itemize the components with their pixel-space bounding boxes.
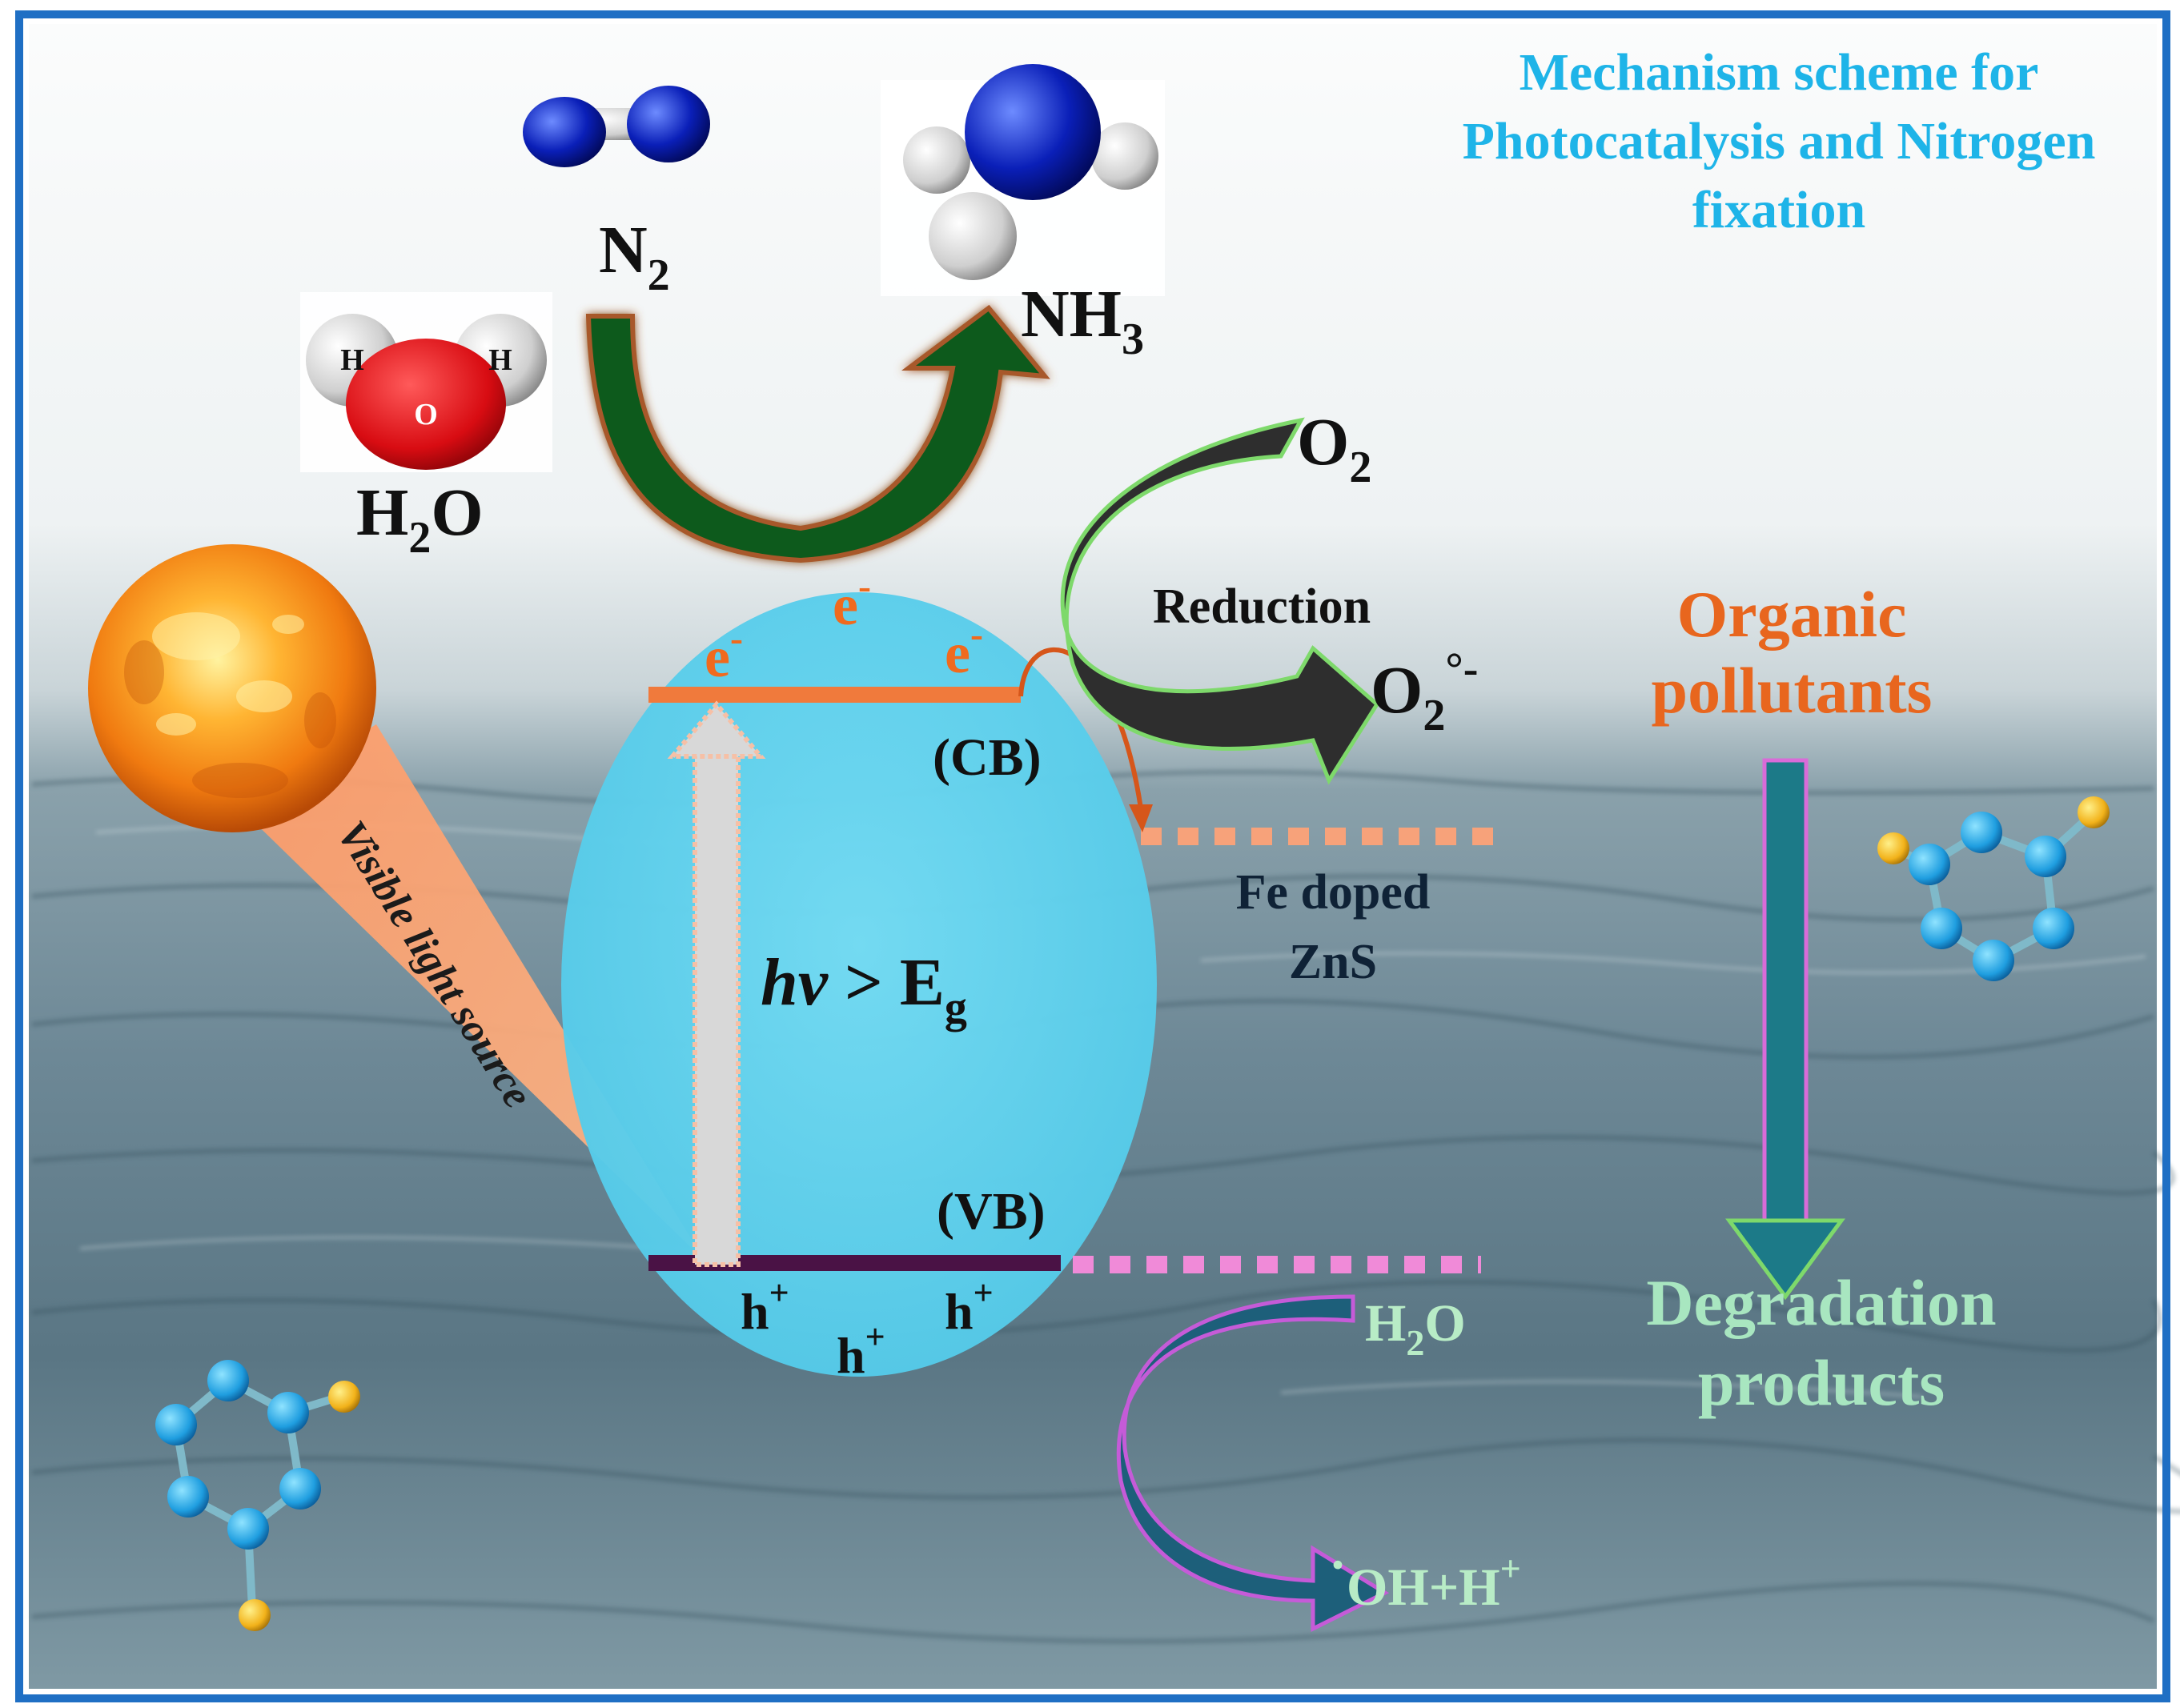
hole-3: h+ — [837, 1317, 885, 1384]
cb-label: (CB) — [933, 728, 1042, 787]
water-atom-h-left: H — [340, 343, 364, 377]
nh3-molecule-icon — [881, 64, 1165, 296]
electron-1: e- — [705, 617, 743, 689]
excitation-arrow — [667, 700, 766, 1267]
water-oxidation-arrow — [1116, 1294, 1390, 1633]
pollutants-label-line-2: pollutants — [1652, 654, 1933, 727]
reduction-label: Reduction — [1153, 579, 1371, 634]
figure-frame — [15, 10, 2170, 1702]
nh3-label: NH3 — [1021, 277, 1144, 364]
title-line-3: fixation — [1692, 181, 1865, 239]
pollutant-molecule-icon — [155, 1360, 360, 1631]
h2o-oxidation-label: H2O — [1365, 1294, 1466, 1363]
electron-transfer-arrowhead — [1129, 804, 1153, 832]
superoxide-label: O2°- — [1371, 644, 1478, 740]
h2o-label: H2O — [356, 475, 484, 563]
electron-2: e- — [833, 565, 871, 637]
title-line-2: Photocatalysis and Nitrogen — [1463, 112, 2096, 170]
hole-2: h+ — [945, 1273, 994, 1340]
n2-label: N2 — [599, 213, 670, 300]
dopant-label-line-2: ZnS — [1289, 935, 1377, 989]
degradation-arrow — [1725, 758, 1845, 1301]
dopant-label-line-1: Fe doped — [1236, 865, 1431, 920]
excitation-label: hv > Eg — [761, 945, 967, 1032]
water-molecule-icon: H H O — [300, 292, 552, 472]
sun-icon — [88, 544, 376, 832]
water-atom-h-right: H — [488, 343, 512, 377]
title-line-1: Mechanism scheme for — [1520, 43, 2039, 102]
electron-3: e- — [945, 613, 983, 685]
products-label-line-1: Degradation — [1646, 1266, 1996, 1339]
nitrogen-fixation-arrow — [585, 304, 1050, 563]
water-atom-o: O — [414, 398, 438, 431]
pollutant-molecule-icon — [1877, 796, 2110, 981]
hydroxyl-radical-label: ·OH+H+ — [1329, 1536, 1521, 1617]
hole-1: h+ — [741, 1273, 789, 1340]
vb-label: (VB) — [937, 1182, 1046, 1241]
oxygen-reduction-arrow — [1060, 417, 1380, 785]
pollutants-label-line-1: Organic — [1677, 578, 1907, 651]
products-label-line-2: products — [1698, 1346, 1945, 1419]
n2-molecule-icon — [523, 86, 710, 167]
o2-label: O2 — [1297, 405, 1371, 492]
